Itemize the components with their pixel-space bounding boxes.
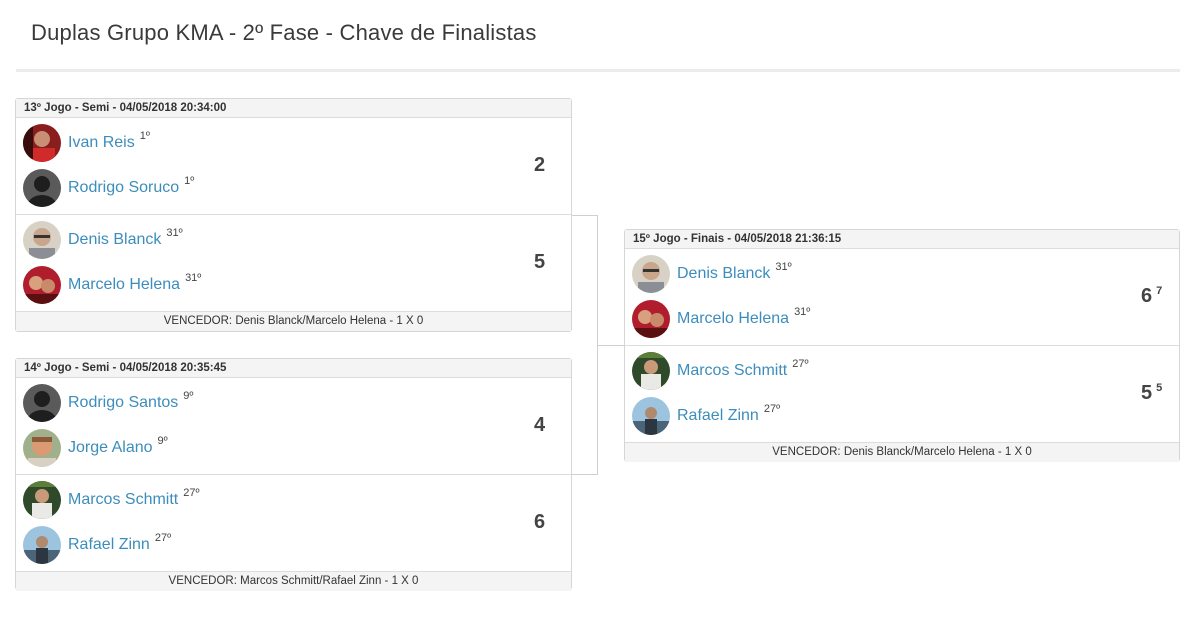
player-rank: 27º <box>763 403 781 415</box>
player-entry: Marcos Schmitt 27º <box>632 352 809 390</box>
player-rank: 9º <box>183 390 194 402</box>
player-name-link[interactable]: Marcelo Helena <box>68 276 181 293</box>
team-row: Denis Blanck 31º Marcelo Helena 31º 5 <box>16 215 571 312</box>
player-rank: 27º <box>183 487 200 499</box>
team-score: 6 <box>534 511 549 534</box>
player-rank: 31º <box>166 227 183 239</box>
player-rank: 9º <box>157 435 168 447</box>
avatar <box>23 266 61 304</box>
match-header: 15º Jogo - Finais - 04/05/2018 21:36:15 <box>625 230 1179 249</box>
avatar <box>23 169 61 207</box>
player-rank: 31º <box>794 306 811 318</box>
player-entry: Marcos Schmitt 27º <box>23 481 200 519</box>
avatar <box>632 352 670 390</box>
player-name-link[interactable]: Rodrigo Santos <box>68 394 179 411</box>
team-score: 5 <box>534 251 549 274</box>
winner-label: VENCEDOR: Denis Blanck/Marcelo Helena - … <box>625 443 1179 462</box>
player-rank: 27º <box>792 358 809 370</box>
avatar <box>23 481 61 519</box>
player-name-link[interactable]: Ivan Reis <box>68 134 135 151</box>
player-name-link[interactable]: Marcos Schmitt <box>677 362 788 379</box>
player-entry: Rafael Zinn 27º <box>632 397 780 435</box>
score-value: 5 <box>534 251 546 273</box>
bracket-connector-bottom <box>572 474 598 475</box>
avatar <box>23 526 61 564</box>
bracket-connector-vertical <box>597 215 598 474</box>
score-value: 4 <box>534 414 546 436</box>
avatar <box>23 429 61 467</box>
player-entry: Ivan Reis 1º <box>23 124 150 162</box>
score-value: 5 <box>1141 382 1153 404</box>
team-score: 2 <box>534 154 549 177</box>
player-name-link[interactable]: Jorge Alano <box>68 439 153 456</box>
match-card-14: 14º Jogo - Semi - 04/05/2018 20:35:45 Ro… <box>15 358 572 591</box>
avatar <box>23 124 61 162</box>
avatar <box>632 255 670 293</box>
player-rank: 1º <box>184 175 195 187</box>
player-rank: 1º <box>139 130 150 142</box>
score-value: 2 <box>534 154 546 176</box>
player-entry: Rodrigo Soruco 1º <box>23 169 194 207</box>
player-name-link[interactable]: Rafael Zinn <box>677 407 759 424</box>
team-row: Marcos Schmitt 27º Rafael Zinn 27º 6 <box>16 475 571 572</box>
score-value: 6 <box>534 511 546 533</box>
player-name-link[interactable]: Rodrigo Soruco <box>68 179 180 196</box>
player-entry: Jorge Alano 9º <box>23 429 168 467</box>
player-rank: 31º <box>775 261 792 273</box>
player-name-link[interactable]: Denis Blanck <box>677 265 771 282</box>
team-row: Rodrigo Santos 9º Jorge Alano 9º 4 <box>16 378 571 475</box>
player-entry: Denis Blanck 31º <box>632 255 792 293</box>
avatar <box>632 300 670 338</box>
tiebreak-score: 7 <box>1156 285 1163 297</box>
match-card-15: 15º Jogo - Finais - 04/05/2018 21:36:15 … <box>624 229 1180 462</box>
winner-label: VENCEDOR: Marcos Schmitt/Rafael Zinn - 1… <box>16 572 571 591</box>
avatar <box>23 384 61 422</box>
player-name-link[interactable]: Rafael Zinn <box>68 536 150 553</box>
match-header: 14º Jogo - Semi - 04/05/2018 20:35:45 <box>16 359 571 378</box>
player-rank: 27º <box>154 532 172 544</box>
player-entry: Rodrigo Santos 9º <box>23 384 193 422</box>
score-value: 6 <box>1141 285 1153 307</box>
team-score: 4 <box>534 414 549 437</box>
bracket-connector-final <box>597 345 625 346</box>
tiebreak-score: 5 <box>1156 382 1163 394</box>
player-name-link[interactable]: Denis Blanck <box>68 231 162 248</box>
bracket-connector-top <box>572 215 598 216</box>
player-name-link[interactable]: Marcelo Helena <box>677 310 790 327</box>
winner-label: VENCEDOR: Denis Blanck/Marcelo Helena - … <box>16 312 571 331</box>
player-entry: Rafael Zinn 27º <box>23 526 171 564</box>
avatar <box>23 221 61 259</box>
match-card-13: 13º Jogo - Semi - 04/05/2018 20:34:00 Iv… <box>15 98 572 332</box>
player-entry: Denis Blanck 31º <box>23 221 183 259</box>
player-entry: Marcelo Helena 31º <box>632 300 810 338</box>
avatar <box>632 397 670 435</box>
player-entry: Marcelo Helena 31º <box>23 266 201 304</box>
match-header: 13º Jogo - Semi - 04/05/2018 20:34:00 <box>16 99 571 118</box>
title-divider <box>16 69 1180 72</box>
player-name-link[interactable]: Marcos Schmitt <box>68 491 179 508</box>
team-row: Ivan Reis 1º Rodrigo Soruco 1º 2 <box>16 118 571 215</box>
page-title: Duplas Grupo KMA - 2º Fase - Chave de Fi… <box>31 20 537 45</box>
player-rank: 31º <box>185 272 202 284</box>
